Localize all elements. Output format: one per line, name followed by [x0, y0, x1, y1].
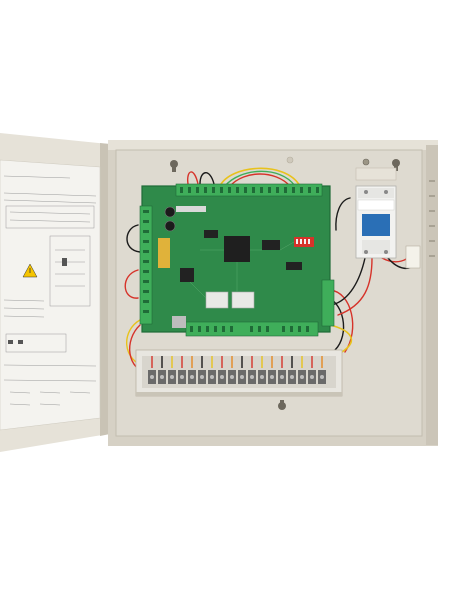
breaker-label: [357, 199, 395, 211]
mounting-hole-top-right: [392, 159, 400, 171]
breaker-toggle: [362, 214, 390, 236]
chip: [262, 240, 280, 250]
chip: [180, 268, 194, 282]
chip: [204, 230, 218, 238]
main-chip: [224, 236, 250, 262]
terminal-wires: [151, 356, 323, 368]
relay: [205, 291, 229, 309]
enclosure-door: [0, 133, 110, 452]
capacitor: [164, 220, 176, 232]
vent-slots: [429, 180, 435, 257]
terminal-block-right: [321, 279, 335, 327]
pin-header: [158, 238, 170, 268]
ground-screw: [362, 158, 370, 166]
door-label-diagram: [3, 175, 97, 406]
chip: [286, 262, 302, 270]
relay: [231, 291, 255, 309]
capacitor: [164, 206, 176, 218]
terminal-block-left: [139, 205, 153, 325]
controller-pcb: [139, 183, 335, 337]
pin-header: [176, 206, 206, 212]
mounting-hole-bottom: [278, 400, 286, 410]
power-terminal-strip: [135, 349, 343, 397]
connector: [172, 316, 186, 328]
wire-connector: [405, 245, 421, 269]
mounting-hole-top-left: [170, 160, 178, 172]
circuit-breaker: [355, 185, 397, 259]
